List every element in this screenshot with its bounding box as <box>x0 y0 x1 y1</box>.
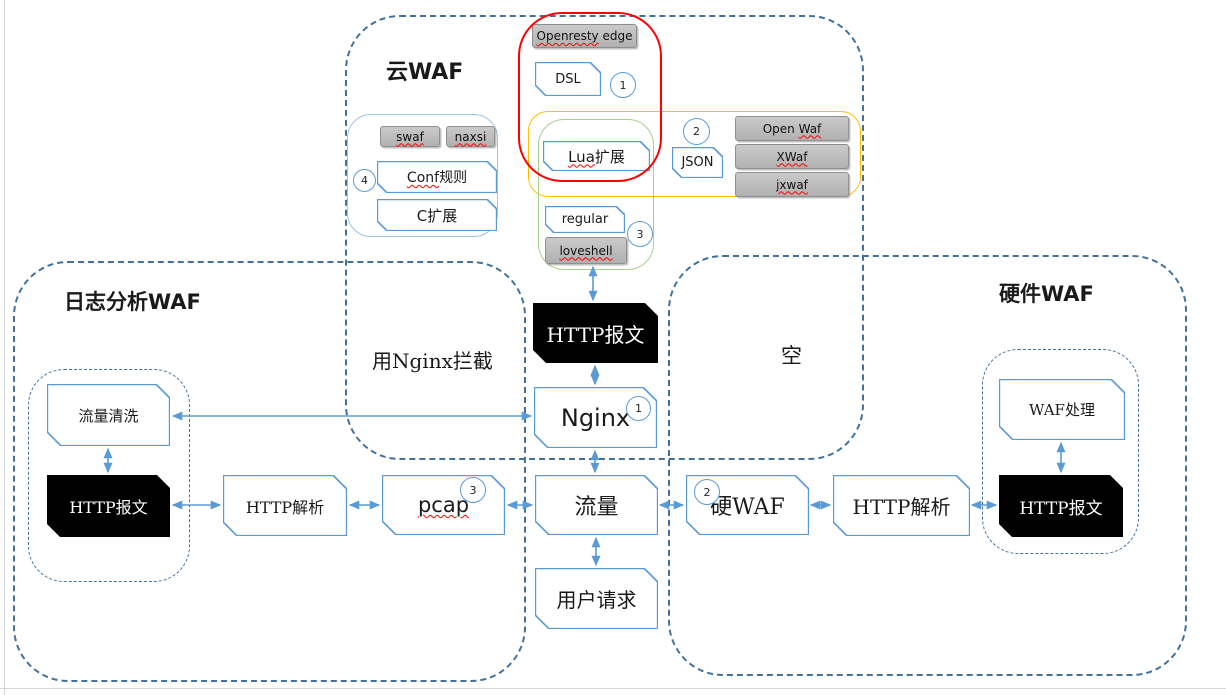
badge-1-nginx: 1 <box>626 396 651 421</box>
open-waf-box: Open Waf <box>735 116 849 141</box>
conf-rule-box: Conf规则 <box>377 161 497 193</box>
badge-3-pcap: 3 <box>460 477 486 503</box>
open-waf-label: Open Waf <box>762 121 822 136</box>
log-http-parse-box: HTTP解析 <box>223 475 347 536</box>
hardware-waf-container <box>668 255 1187 676</box>
user-request-box: 用户请求 <box>535 568 658 629</box>
log-analysis-waf-container <box>13 261 526 682</box>
page-bottom-edge-line <box>0 688 1226 689</box>
dsl-box: DSL <box>535 62 601 96</box>
nginx-intercept-note: 用Nginx拦截 <box>372 349 493 373</box>
hw-waf-inner-group <box>982 349 1139 554</box>
empty-note: 空 <box>781 344 802 368</box>
json-box: JSON <box>672 147 723 178</box>
naxsi-box: naxsi <box>446 126 495 147</box>
hw-http-parse-box: HTTP解析 <box>833 475 970 536</box>
badge-3-cloud: 3 <box>627 221 653 247</box>
loveshell-box: loveshell <box>545 237 627 264</box>
traffic-box: 流量 <box>535 475 658 535</box>
conf-rule-label: Conf规则 <box>406 170 468 186</box>
traffic-clean-box: 流量清洗 <box>47 384 170 446</box>
badge-4-cloud: 4 <box>353 169 376 192</box>
pcap-box: pcap <box>382 475 505 535</box>
hw-http-message-box: HTTP报文 <box>999 475 1123 537</box>
lightblue-group-outline <box>347 114 498 237</box>
jxwaf-box: jxwaf <box>735 172 849 197</box>
regular-box: regular <box>545 206 625 233</box>
log-waf-inner-group <box>28 369 190 582</box>
badge-2-cloud: 2 <box>683 118 710 145</box>
badge-1-cloud: 1 <box>610 72 636 98</box>
red-highlight-outline <box>518 12 662 182</box>
cloud-waf-container <box>345 15 864 460</box>
page-left-edge-line <box>4 0 5 695</box>
waf-process-box: WAF处理 <box>999 379 1125 440</box>
hard-waf-box: 硬WAF <box>686 475 809 535</box>
lua-extension-label: Lua扩展 <box>568 147 625 166</box>
c-extension-box: C扩展 <box>377 199 497 231</box>
cloud-http-message-box: HTTP报文 <box>533 303 658 363</box>
badge-2-hard-waf: 2 <box>694 479 720 505</box>
hw-waf-title: 硬件WAF <box>999 282 1094 306</box>
log-http-message-box: HTTP报文 <box>47 475 170 537</box>
xwaf-box: XWaf <box>735 144 849 169</box>
swaf-box: swaf <box>380 126 440 147</box>
log-waf-title: 日志分析WAF <box>64 290 201 314</box>
cloud-waf-title: 云WAF <box>386 60 464 85</box>
